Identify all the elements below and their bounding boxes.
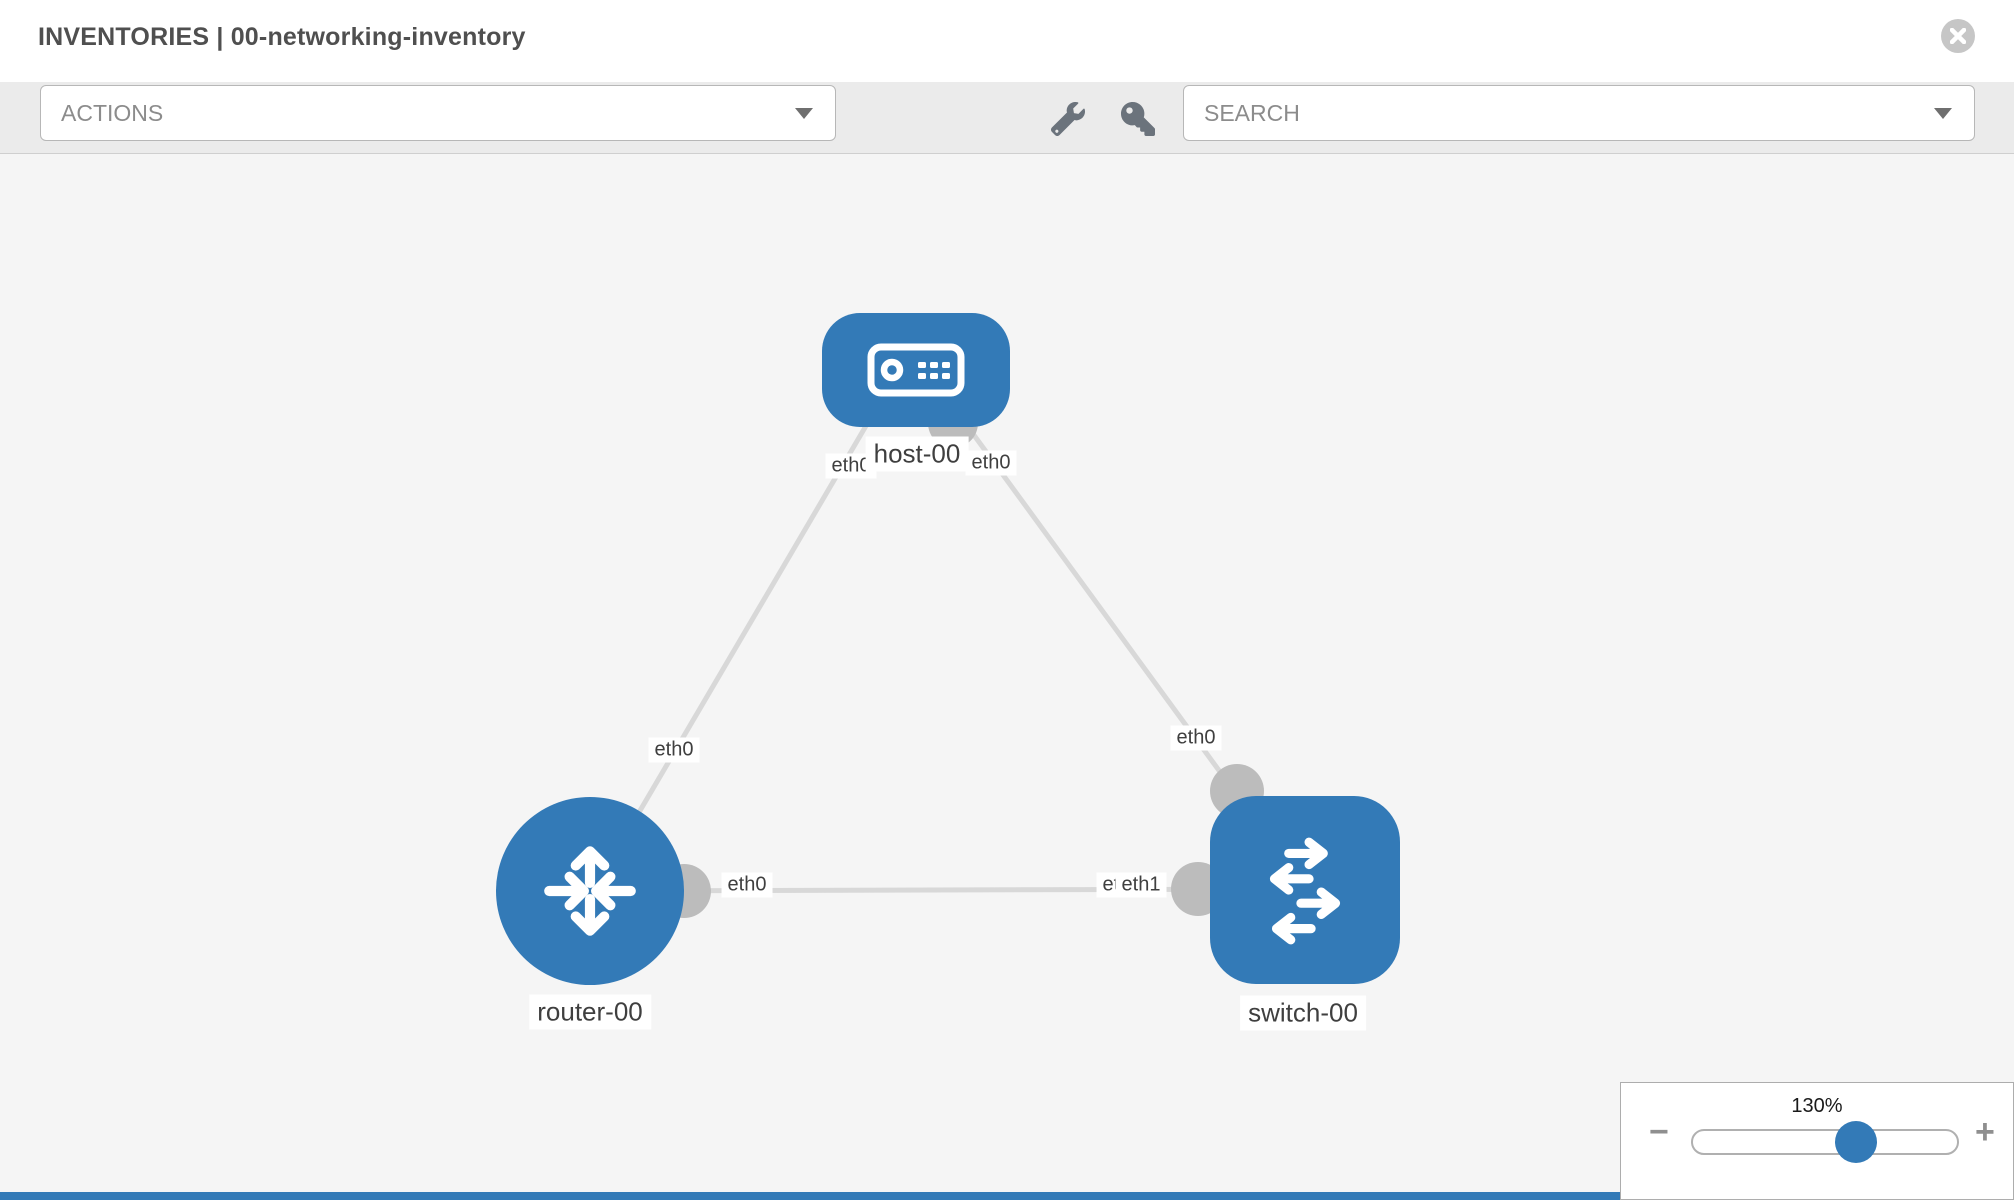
bottom-accent-bar — [0, 1192, 1621, 1200]
zoom-slider-track[interactable] — [1691, 1129, 1959, 1155]
key-icon[interactable] — [1121, 102, 1155, 136]
chevron-down-icon — [1934, 107, 1952, 119]
wrench-icon[interactable] — [1051, 102, 1085, 136]
node-label-switch-00: switch-00 — [1240, 995, 1366, 1031]
if-label-switch-eth0-uplink: eth0 — [1170, 725, 1222, 751]
host-icon — [867, 343, 965, 397]
if-label-router-eth0-uplink: eth0 — [648, 737, 700, 763]
toolbar: ACTIONS SEARCH — [0, 82, 2014, 154]
close-button[interactable] — [1941, 19, 1975, 53]
zoom-in-button[interactable]: + — [1975, 1113, 1995, 1151]
search-dropdown[interactable]: SEARCH — [1183, 85, 1975, 141]
actions-dropdown-label: ACTIONS — [61, 99, 164, 126]
node-router-00[interactable] — [496, 797, 684, 985]
header: INVENTORIES | 00-networking-inventory — [0, 0, 2014, 82]
router-icon — [544, 846, 636, 936]
node-label-router-00: router-00 — [529, 994, 651, 1030]
node-switch-00[interactable] — [1210, 796, 1400, 984]
close-icon — [1950, 28, 1966, 44]
if-label-router-eth0: eth0 — [721, 872, 773, 898]
zoom-slider-thumb[interactable] — [1835, 1121, 1877, 1163]
search-placeholder: SEARCH — [1204, 99, 1300, 126]
topology-canvas[interactable]: eth0 eth0 eth0 eth0 eth0 eth0 eth1 host-… — [0, 154, 2014, 1200]
zoom-level: 130% — [1791, 1095, 1843, 1117]
switch-icon — [1269, 837, 1341, 945]
node-label-host-00: host-00 — [865, 436, 969, 472]
links-layer — [589, 398, 1301, 918]
actions-dropdown[interactable]: ACTIONS — [40, 85, 836, 141]
zoom-panel: 130% − + — [1620, 1082, 2014, 1200]
if-label-switch-eth1: eth1 — [1115, 872, 1167, 898]
chevron-down-icon — [795, 107, 813, 119]
zoom-out-button[interactable]: − — [1649, 1113, 1669, 1151]
page-title: INVENTORIES | 00-networking-inventory — [38, 23, 526, 51]
if-label-host-eth0-right: eth0 — [965, 450, 1017, 476]
node-host-00[interactable] — [822, 313, 1010, 427]
